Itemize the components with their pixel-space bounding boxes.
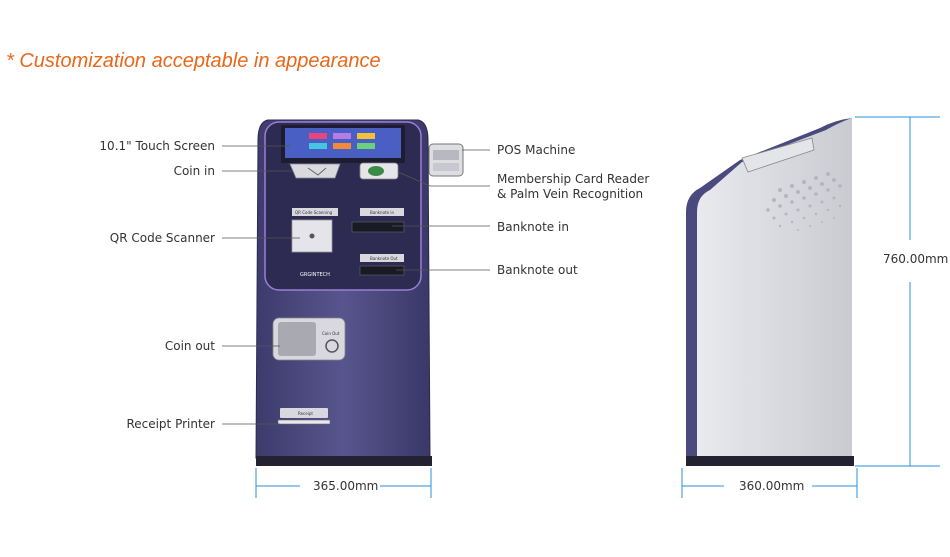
- label-qr-scanner: QR Code Scanner: [109, 231, 215, 245]
- side-width-dimension: 360.00mm: [737, 479, 807, 493]
- front-width-dimension: 365.00mm: [311, 479, 381, 493]
- side-kiosk: [686, 118, 854, 466]
- label-membership-line2: & Palm Vein Recognition: [497, 187, 644, 201]
- label-banknote-in: Banknote in: [497, 220, 569, 234]
- leader-lines: [222, 145, 490, 425]
- qr-tag: QR Code Scanning: [295, 210, 333, 215]
- label-coin-in: Coin in: [173, 164, 215, 178]
- label-touch-screen: 10.1" Touch Screen: [99, 139, 215, 153]
- banknote-in-tag: Banknote in: [370, 210, 394, 215]
- label-membership-line1: Membership Card Reader: [497, 172, 650, 186]
- page-title: * Customization acceptable in appearance: [6, 50, 381, 72]
- speaker-dots-pattern: [766, 172, 842, 231]
- receipt-tag: Receipt: [298, 411, 313, 416]
- coin-out-tag: Coin Out: [322, 331, 340, 336]
- label-banknote-out: Banknote out: [497, 263, 578, 277]
- label-pos-machine: POS Machine: [497, 143, 576, 157]
- front-kiosk: [255, 119, 464, 466]
- label-receipt-printer: Receipt Printer: [126, 417, 215, 431]
- banknote-out-tag: Banknote Out: [370, 256, 398, 261]
- dimension-lines: [255, 116, 940, 498]
- label-coin-out: Coin out: [164, 339, 215, 353]
- side-height-dimension: 760.00mm: [881, 252, 950, 266]
- brand-logo: GRGINTECH: [300, 272, 330, 278]
